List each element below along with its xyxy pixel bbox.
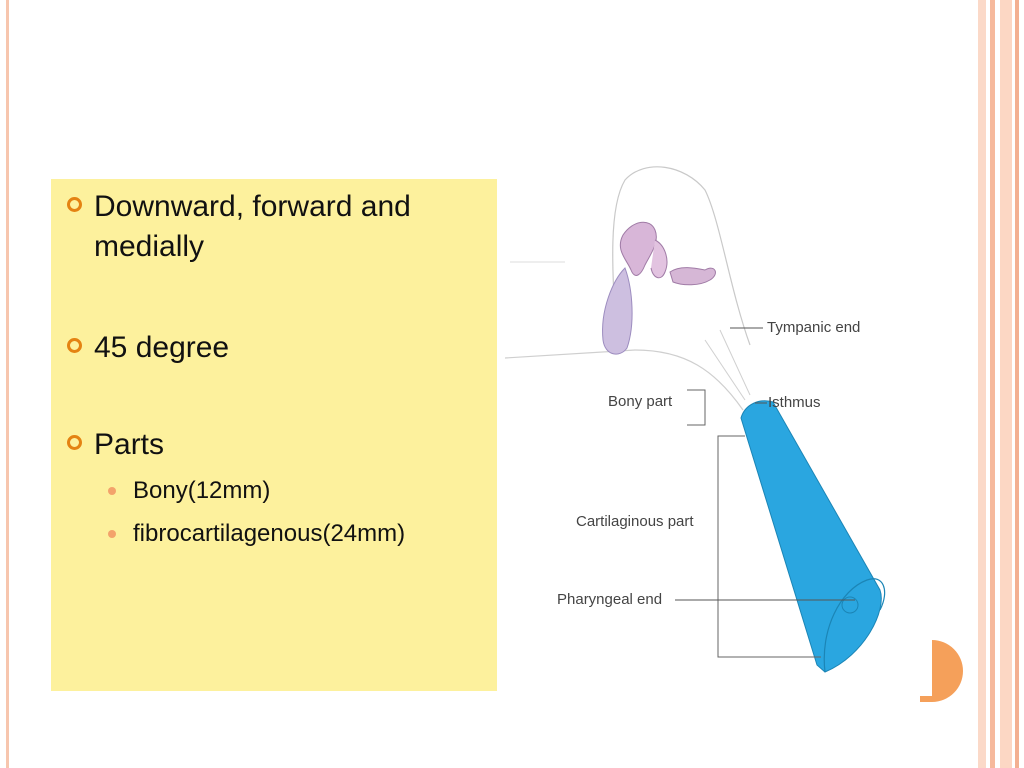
cartilaginous-tube-shape: [740, 400, 882, 673]
skull-base-line: [505, 349, 744, 411]
diagram-drawing: [505, 166, 886, 673]
pharyngeal-end-label: Pharyngeal end: [557, 591, 663, 608]
text-panel: Downward, forward and medially 45 degree…: [51, 179, 497, 691]
incus-shape: [650, 239, 668, 279]
sub-bullet-item: fibrocartilagenous(24mm): [51, 519, 405, 549]
tympanic-end-label: Tympanic end: [767, 319, 861, 336]
cartilaginous-part-label: Cartilaginous part: [576, 513, 694, 530]
bullet-item: Downward, forward and medially: [51, 187, 474, 267]
stapes-shape: [669, 267, 716, 286]
middle-ear-line: [704, 339, 746, 401]
bullet-text: Parts: [94, 428, 165, 461]
bony-part-label: Bony part: [608, 393, 673, 410]
left-border-stripe: [6, 0, 9, 768]
circle-bullet-icon: [67, 338, 82, 353]
right-border-stripe-2: [990, 0, 995, 768]
bullet-item: Parts: [51, 425, 474, 465]
pharyngeal-opening-lumen: [841, 596, 859, 614]
sub-bullet-item: Bony(12mm): [51, 476, 270, 506]
right-border-stripe: [978, 0, 986, 768]
isthmus-label: Isthmus: [768, 394, 821, 411]
bullet-text: Downward, forward and medially: [94, 190, 411, 263]
eustachian-tube-diagram: Tympanic end Bony part Isthmus Cartilagi…: [505, 160, 905, 700]
circle-bullet-icon: [67, 435, 82, 450]
dot-bullet-icon: [108, 530, 116, 538]
sub-bullet-text: fibrocartilagenous(24mm): [133, 520, 406, 547]
pharyngeal-opening-outline: [823, 578, 886, 673]
tympanic-membrane-shape: [602, 267, 633, 355]
circle-bullet-icon: [67, 197, 82, 212]
malleus-shape: [619, 221, 657, 276]
right-border-stripe-3: [1000, 0, 1012, 768]
sub-bullet-text: Bony(12mm): [133, 477, 271, 504]
decorative-half-circle-icon: [920, 640, 963, 702]
bony-part-bracket: [687, 389, 706, 426]
ear-outline: [612, 166, 751, 351]
cartilaginous-part-bracket: [717, 435, 821, 658]
bullet-item: 45 degree: [51, 328, 474, 368]
right-border-stripe-4: [1015, 0, 1019, 768]
dot-bullet-icon: [108, 487, 116, 495]
bullet-text: 45 degree: [94, 331, 230, 364]
middle-ear-line-2: [719, 329, 751, 396]
